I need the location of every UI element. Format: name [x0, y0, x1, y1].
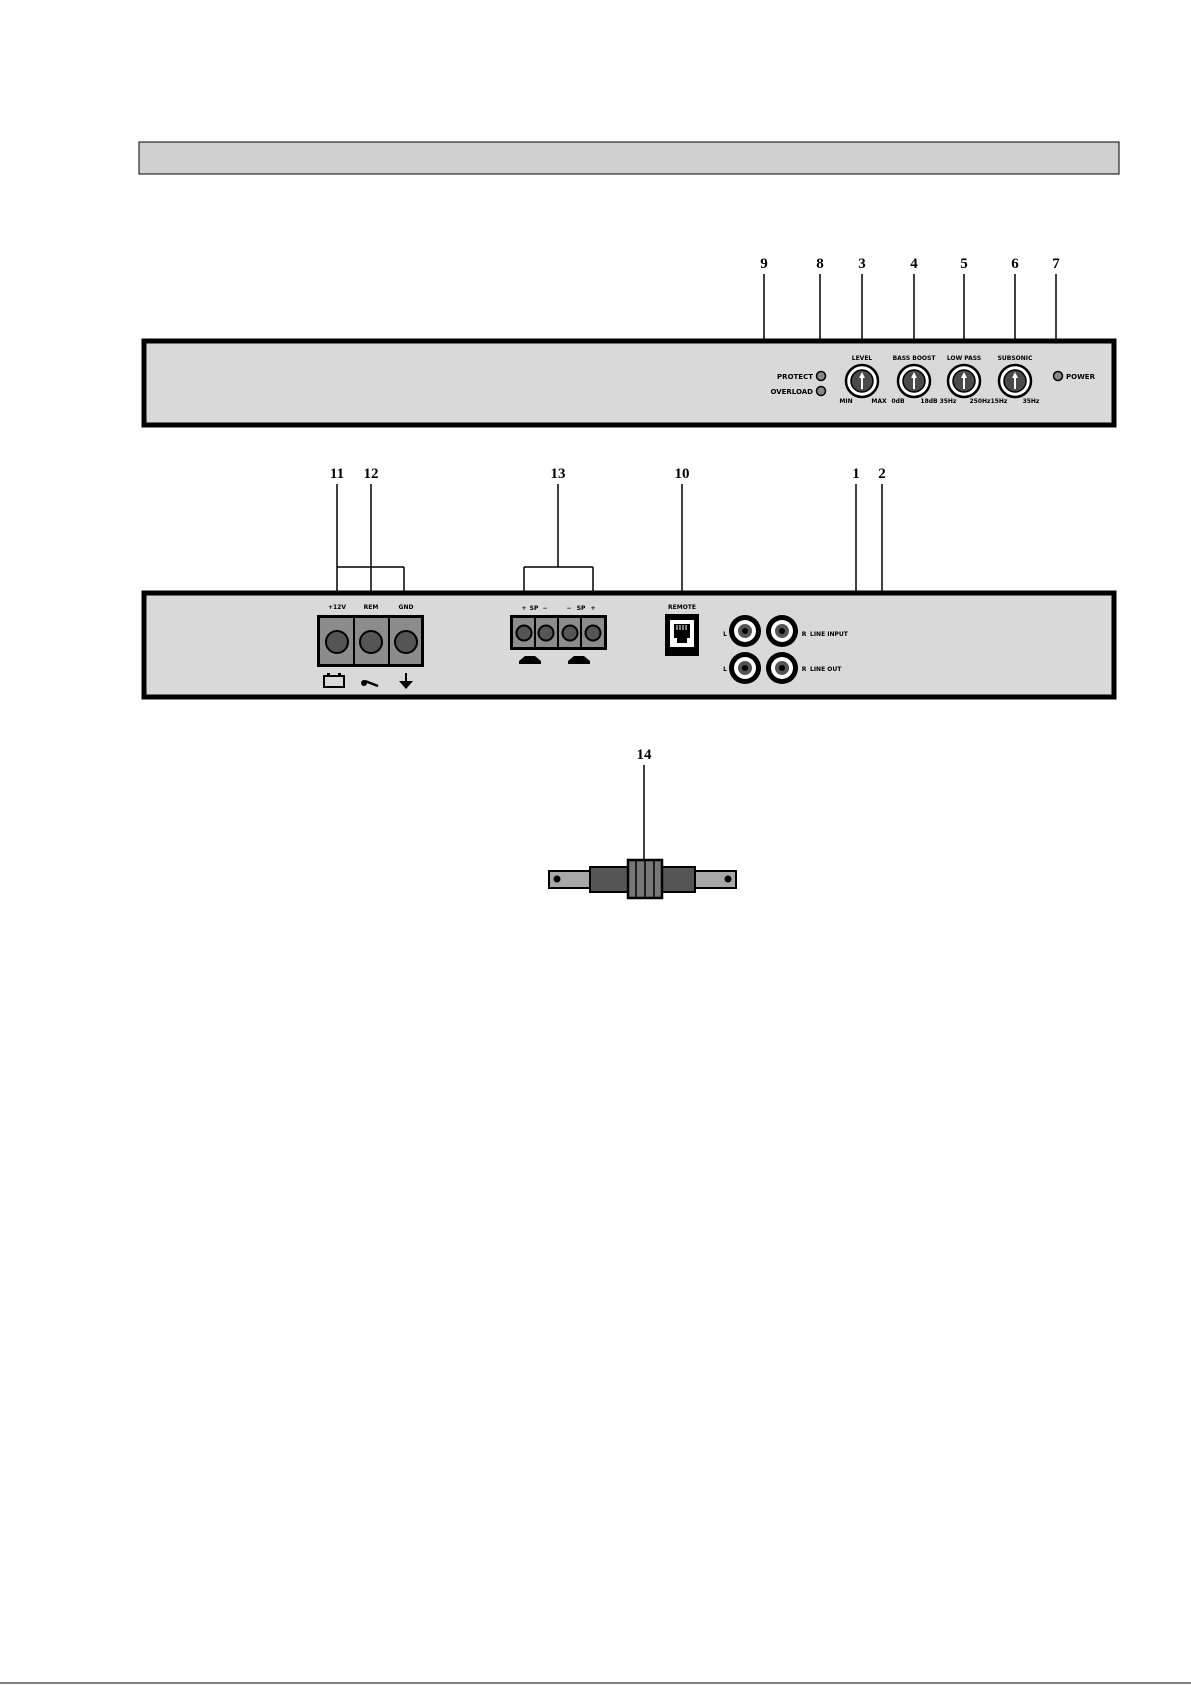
callout-6: 6 [1011, 256, 1019, 272]
overload-led [817, 387, 826, 396]
low-pass-min: 35Hz [940, 398, 957, 405]
rj-jack-icon[interactable] [665, 614, 699, 656]
plus12v-label: +12V [328, 604, 346, 611]
sp-minus-right-label: − [566, 605, 571, 612]
rca-l-top-label: L [723, 631, 727, 638]
rca-jack-icon[interactable] [766, 652, 798, 684]
callout-13: 13 [551, 466, 566, 482]
gnd-label: GND [399, 604, 414, 611]
power-terminal-block[interactable] [317, 615, 424, 667]
callout-2: 2 [878, 466, 886, 482]
power-led [1054, 372, 1063, 381]
protect-label: PROTECT [777, 373, 813, 381]
level-min: MIN [839, 398, 852, 405]
fuse-holder-icon [549, 860, 736, 898]
remote-label: REMOTE [668, 604, 696, 611]
sp-left-label: SP [530, 605, 539, 612]
rear-panel [144, 593, 1114, 697]
sp-minus-left-label: − [542, 605, 547, 612]
callout-5: 5 [960, 256, 968, 272]
callout-9: 9 [760, 256, 768, 272]
low-pass-max: 250Hz [969, 398, 991, 405]
rem-label: REM [364, 604, 379, 611]
subsonic-max: 35Hz [1023, 398, 1040, 405]
callout-10: 10 [675, 466, 690, 482]
subsonic-title: SUBSONIC [998, 355, 1033, 362]
subsonic-min: 15Hz [991, 398, 1008, 405]
bass-boost-title: BASS BOOST [893, 355, 937, 362]
speaker-terminal-block[interactable] [510, 615, 607, 650]
line-out-label: LINE OUT [810, 666, 842, 673]
callout-11: 11 [330, 466, 344, 482]
rca-jack-icon[interactable] [729, 615, 761, 647]
sp-plus-left-label: + [521, 605, 526, 612]
rca-r-top-label: R [802, 631, 807, 638]
sp-right-label: SP [577, 605, 586, 612]
rca-l-bottom-label: L [723, 666, 727, 673]
rca-jack-icon[interactable] [729, 652, 761, 684]
callout-4: 4 [910, 256, 918, 272]
rca-r-bottom-label: R [802, 666, 807, 673]
level-max: MAX [871, 398, 887, 405]
callout-7: 7 [1052, 256, 1060, 272]
callout-12: 12 [364, 466, 379, 482]
protect-led [817, 372, 826, 381]
rca-jack-icon[interactable] [766, 615, 798, 647]
callout-14: 14 [637, 747, 653, 763]
level-title: LEVEL [852, 355, 873, 362]
power-label: POWER [1066, 373, 1096, 381]
callout-3: 3 [858, 256, 866, 272]
sp-plus-right-label: + [590, 605, 595, 612]
callout-8: 8 [816, 256, 824, 272]
bass-boost-max: 18dB [920, 398, 938, 405]
callout-1: 1 [852, 466, 860, 482]
bass-boost-min: 0dB [891, 398, 904, 405]
header-bar [139, 142, 1119, 174]
overload-label: OVERLOAD [770, 388, 813, 396]
low-pass-title: LOW PASS [947, 355, 981, 362]
line-input-label: LINE INPUT [810, 631, 849, 638]
